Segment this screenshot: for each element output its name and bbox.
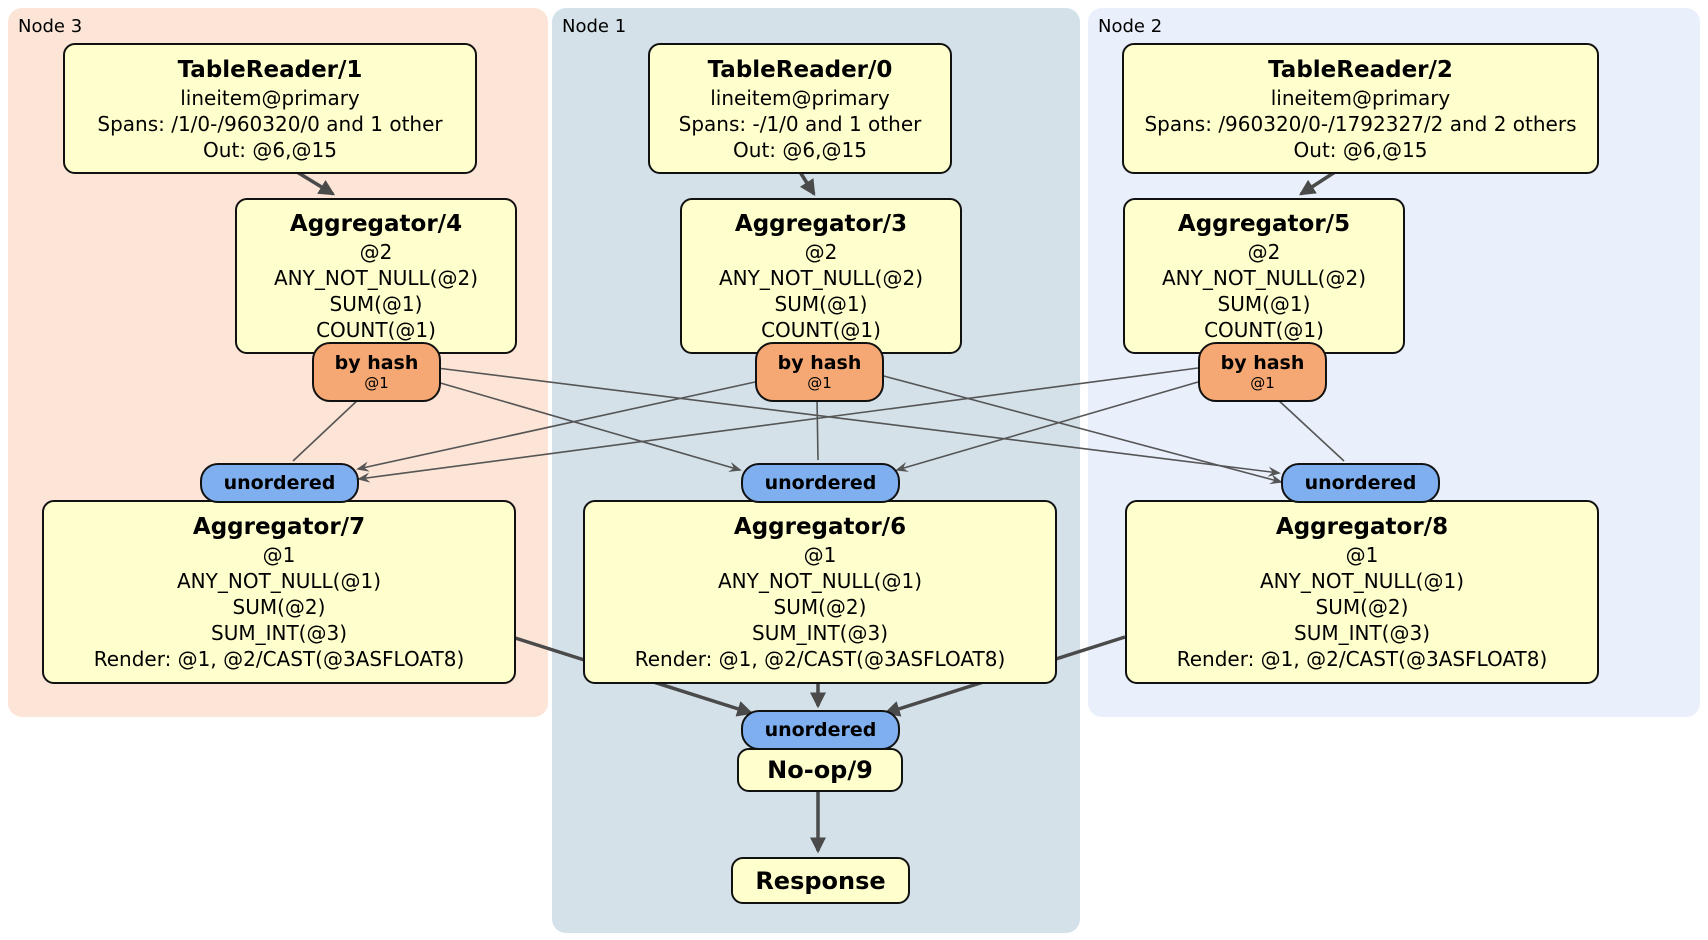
sync-label: unordered	[1304, 472, 1417, 494]
node-detail: @2	[1247, 240, 1281, 264]
node-detail: Out: @6,@15	[1293, 137, 1428, 162]
unordered-sync-8: unordered	[1281, 463, 1440, 503]
hash-router-label: by hash	[1220, 352, 1305, 374]
edge-tr2-agg5	[1298, 170, 1336, 196]
aggregator-8-node: Aggregator/8 @1 ANY_NOT_NULL(@1) SUM(@2)…	[1125, 500, 1599, 684]
node-detail: SUM(@2)	[773, 595, 867, 619]
node-detail: Spans: /1/0-/960320/0 and 1 other	[97, 111, 443, 136]
hash-router-columns: @1	[807, 374, 832, 392]
node3-region-label: Node 3	[18, 16, 83, 37]
noop-9-node: No-op/9	[737, 748, 903, 792]
aggregator-6-node: Aggregator/6 @1 ANY_NOT_NULL(@1) SUM(@2)…	[583, 500, 1057, 684]
node-title: TableReader/0	[707, 56, 893, 83]
node-detail: COUNT(@1)	[1204, 318, 1324, 342]
hash-router-4: by hash @1	[312, 342, 441, 402]
node-detail: @1	[262, 543, 296, 567]
node-detail: lineitem@primary	[1270, 85, 1451, 110]
hash-router-columns: @1	[1250, 374, 1275, 392]
node-detail: SUM_INT(@3)	[752, 621, 888, 645]
node-detail: Render: @1, @2/CAST(@3ASFLOAT8)	[93, 647, 465, 671]
node2-region-label: Node 2	[1098, 16, 1163, 37]
node-title: Aggregator/6	[733, 514, 907, 540]
node-detail: SUM(@2)	[232, 595, 326, 619]
node-detail: Render: @1, @2/CAST(@3ASFLOAT8)	[634, 647, 1006, 671]
node-detail: ANY_NOT_NULL(@2)	[719, 266, 923, 290]
node-detail: COUNT(@1)	[761, 318, 881, 342]
node-detail: lineitem@primary	[180, 85, 360, 110]
edge-tr0-agg3	[798, 171, 816, 197]
node-detail: lineitem@primary	[710, 85, 890, 110]
node-detail: SUM_INT(@3)	[211, 621, 347, 645]
edge-hash3-unordered7	[356, 381, 756, 472]
node-detail: @1	[1345, 543, 1379, 567]
node-detail: SUM(@1)	[329, 292, 423, 316]
aggregator-7-node: Aggregator/7 @1 ANY_NOT_NULL(@1) SUM(@2)…	[42, 500, 516, 684]
sync-label: unordered	[764, 472, 877, 494]
edge-hash4-unordered6	[436, 381, 742, 472]
node-detail: Render: @1, @2/CAST(@3ASFLOAT8)	[1176, 647, 1548, 671]
sync-label: unordered	[764, 719, 877, 741]
aggregator-5-node: Aggregator/5 @2 ANY_NOT_NULL(@2) SUM(@1)…	[1123, 198, 1405, 354]
node-detail: SUM(@1)	[1217, 292, 1311, 316]
node-detail: ANY_NOT_NULL(@1)	[718, 569, 922, 593]
node-detail: ANY_NOT_NULL(@2)	[274, 266, 478, 290]
edge-hash4-unordered8	[436, 367, 1281, 477]
edge-tr1-agg4	[296, 170, 336, 196]
edge-hash3-unordered8	[879, 374, 1283, 485]
response-node: Response	[731, 857, 910, 904]
edge-hash4-unordered7	[292, 397, 361, 462]
tablereader-2-node: TableReader/2 lineitem@primary Spans: /9…	[1122, 43, 1599, 174]
aggregator-3-node: Aggregator/3 @2 ANY_NOT_NULL(@2) SUM(@1)…	[680, 198, 962, 354]
node-detail: @2	[359, 240, 393, 264]
node-detail: ANY_NOT_NULL(@1)	[177, 569, 381, 593]
node-detail: Out: @6,@15	[203, 137, 337, 162]
unordered-sync-7: unordered	[200, 463, 359, 503]
node-detail: SUM(@2)	[1315, 595, 1409, 619]
node-title: TableReader/1	[177, 56, 363, 83]
unordered-sync-9: unordered	[741, 710, 900, 750]
hash-router-3: by hash @1	[755, 342, 884, 402]
node-detail: @2	[804, 240, 838, 264]
hash-router-label: by hash	[777, 352, 862, 374]
unordered-sync-6: unordered	[741, 463, 900, 503]
node-title: No-op/9	[767, 756, 873, 784]
node-detail: Spans: /960320/0-/1792327/2 and 2 others	[1144, 111, 1577, 136]
node-detail: SUM_INT(@3)	[1294, 621, 1430, 645]
node-title: Aggregator/5	[1177, 211, 1351, 237]
node-title: TableReader/2	[1268, 56, 1453, 83]
node-detail: COUNT(@1)	[316, 318, 436, 342]
node-detail: SUM(@1)	[774, 292, 868, 316]
node-detail: @1	[803, 543, 837, 567]
edge-hash5-unordered8	[1275, 397, 1345, 462]
node-detail: ANY_NOT_NULL(@1)	[1260, 569, 1464, 593]
node-detail: ANY_NOT_NULL(@2)	[1162, 266, 1366, 290]
aggregator-4-node: Aggregator/4 @2 ANY_NOT_NULL(@2) SUM(@1)…	[235, 198, 517, 354]
hash-router-columns: @1	[364, 374, 389, 392]
node-detail: Spans: -/1/0 and 1 other	[678, 111, 922, 136]
edge-hash5-unordered7	[357, 367, 1199, 483]
node-detail: Out: @6,@15	[733, 137, 867, 162]
node1-region-label: Node 1	[562, 16, 627, 37]
sync-label: unordered	[223, 472, 336, 494]
node-title: Response	[755, 866, 886, 895]
tablereader-0-node: TableReader/0 lineitem@primary Spans: -/…	[648, 43, 952, 174]
node-title: Aggregator/4	[289, 211, 463, 237]
node-title: Aggregator/7	[192, 514, 366, 540]
hash-router-5: by hash @1	[1198, 342, 1327, 402]
node-title: Aggregator/3	[734, 211, 908, 237]
hash-router-label: by hash	[334, 352, 419, 374]
edge-hash5-unordered6	[895, 381, 1199, 472]
tablereader-1-node: TableReader/1 lineitem@primary Spans: /1…	[63, 43, 477, 174]
node-title: Aggregator/8	[1275, 514, 1449, 540]
edge-hash3-unordered6	[816, 397, 819, 461]
